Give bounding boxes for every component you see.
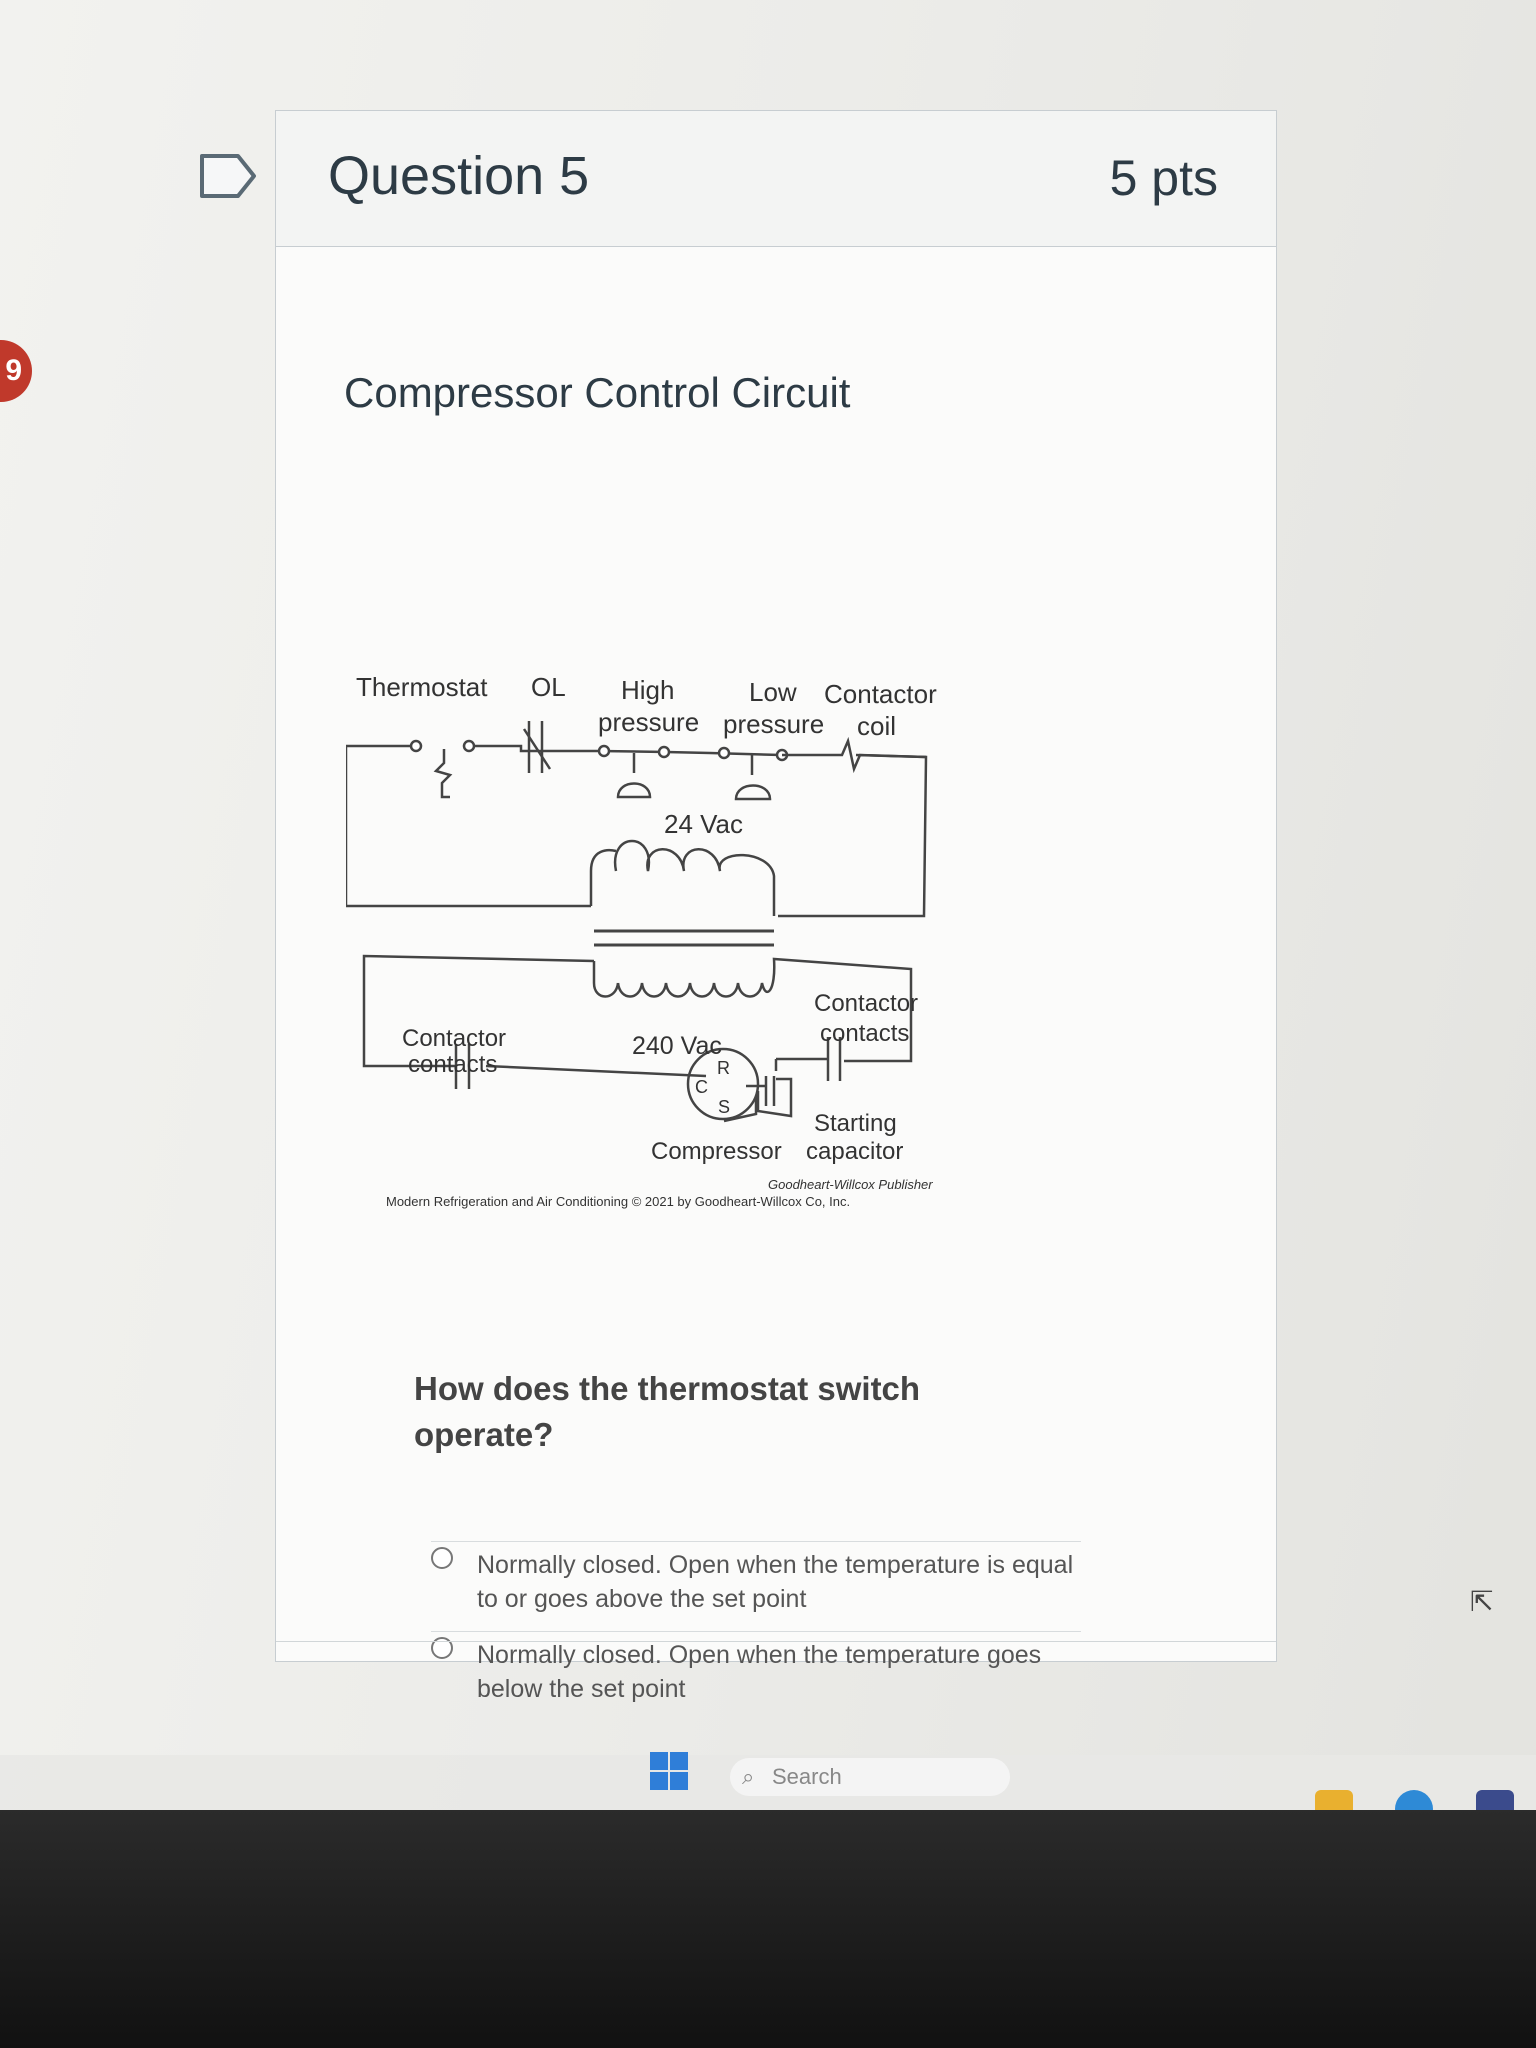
card-bottom-border: [276, 1641, 1276, 1642]
label-24vac: 24 Vac: [664, 809, 743, 839]
label-thermostat: Thermostat: [356, 672, 488, 702]
question-prompt: How does the thermostat switch operate?: [414, 1370, 921, 1453]
label-240vac: 240 Vac: [632, 1032, 722, 1060]
credit-publisher: Goodheart-Willcox Publisher: [768, 1177, 933, 1192]
search-placeholder: Search: [772, 1764, 842, 1789]
label-low-1: Low: [749, 677, 797, 707]
search-icon: ⌕: [742, 1764, 755, 1789]
compressor-control-circuit-diagram: Thermostat OL High pressure Low pressure…: [346, 672, 937, 1209]
diagram-title: Compressor Control Circuit: [344, 369, 851, 416]
label-ol: OL: [531, 672, 566, 702]
radio-button-1[interactable]: [431, 1547, 453, 1569]
label-starting-1: Starting: [814, 1110, 897, 1137]
windows-start-icon[interactable]: [650, 1752, 690, 1792]
label-coil-2: coil: [857, 711, 896, 741]
label-contacts-left-2: contacts: [408, 1051, 497, 1078]
label-high-2: pressure: [598, 707, 699, 737]
answer-option-2[interactable]: Normally closed. Open when the temperatu…: [431, 1631, 1081, 1706]
question-title: Question 5: [328, 146, 590, 206]
label-starting-2: capacitor: [806, 1138, 903, 1165]
label-compressor: Compressor: [651, 1138, 782, 1165]
question-header: Question 5 5 pts: [276, 111, 1276, 247]
question-card: Question 5 5 pts Compressor Control Circ…: [275, 110, 1277, 1703]
flag-question-icon[interactable]: [198, 152, 258, 200]
label-contacts-left-1: Contactor: [402, 1025, 506, 1052]
label-high-1: High: [621, 675, 674, 705]
answer-label-2: Normally closed. Open when the temperatu…: [477, 1641, 1042, 1703]
label-contacts-right-1: Contactor: [814, 990, 918, 1017]
label-low-2: pressure: [723, 709, 824, 739]
terminal-c: C: [695, 1077, 708, 1097]
taskbar-search-box[interactable]: ⌕ Search: [730, 1758, 1010, 1796]
answer-label-1: Normally closed. Open when the temperatu…: [477, 1551, 1074, 1613]
question-points: 5 pts: [1109, 150, 1218, 206]
monitor-bezel: [0, 1810, 1536, 2048]
mouse-cursor-icon: ⇱: [1470, 1586, 1494, 1617]
label-contacts-right-2: contacts: [820, 1020, 909, 1047]
answer-option-1[interactable]: Normally closed. Open when the temperatu…: [431, 1541, 1081, 1616]
credit-book: Modern Refrigeration and Air Conditionin…: [386, 1194, 850, 1209]
terminal-r: R: [717, 1058, 730, 1078]
label-coil-1: Contactor: [824, 679, 937, 709]
radio-button-2[interactable]: [431, 1637, 453, 1659]
terminal-s: S: [718, 1097, 730, 1117]
